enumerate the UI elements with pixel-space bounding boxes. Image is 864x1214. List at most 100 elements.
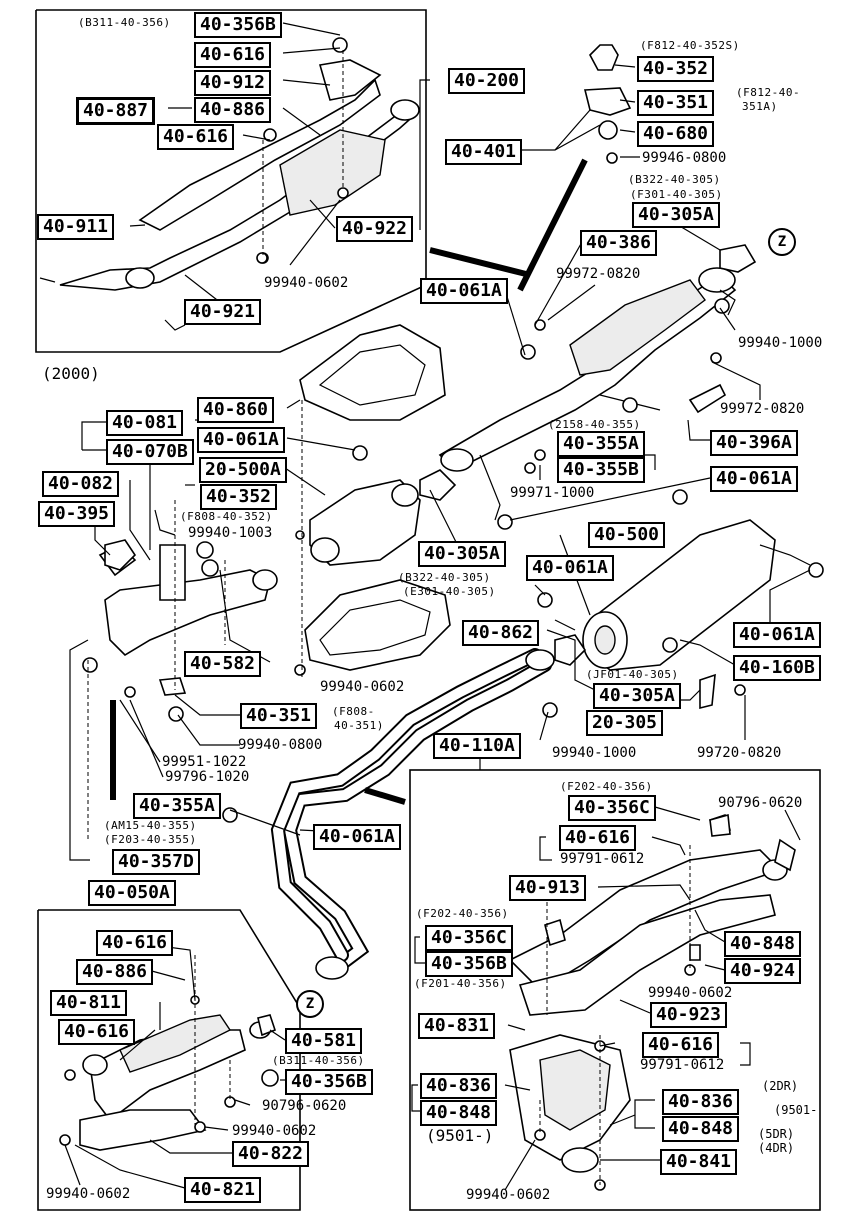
part-40-616-d[interactable]: 40-616 bbox=[96, 930, 174, 956]
leader-arrow-2 bbox=[517, 158, 588, 292]
part-40-396A[interactable]: 40-396A bbox=[710, 430, 798, 456]
part-40-200[interactable]: 40-200 bbox=[448, 68, 526, 94]
part-40-912[interactable]: 40-912 bbox=[194, 70, 272, 96]
part-40-356B-c[interactable]: 40-356B bbox=[285, 1069, 373, 1095]
part-40-061A-b[interactable]: 40-061A bbox=[197, 427, 285, 453]
part-40-061A-e[interactable]: 40-061A bbox=[733, 622, 821, 648]
part-40-924[interactable]: 40-924 bbox=[724, 958, 802, 984]
part-40-887[interactable]: 40-887 bbox=[76, 97, 156, 125]
part-40-581[interactable]: 40-581 bbox=[285, 1028, 363, 1054]
note-jf01-40-305: (JF01-40-305) bbox=[586, 668, 679, 681]
part-40-848-a[interactable]: 40-848 bbox=[724, 931, 802, 957]
part-40-822[interactable]: 40-822 bbox=[232, 1141, 310, 1167]
part-40-050A[interactable]: 40-050A bbox=[88, 880, 176, 906]
part-40-680[interactable]: 40-680 bbox=[637, 121, 715, 147]
part-40-831[interactable]: 40-831 bbox=[418, 1013, 496, 1039]
part-40-886-top[interactable]: 40-886 bbox=[194, 97, 272, 123]
part-20-500A[interactable]: 20-500A bbox=[199, 457, 287, 483]
part-40-841[interactable]: 40-841 bbox=[660, 1149, 738, 1175]
part-40-848-b[interactable]: 40-848 bbox=[420, 1100, 498, 1126]
part-40-886-low[interactable]: 40-886 bbox=[76, 959, 154, 985]
part-40-061A-f[interactable]: 40-061A bbox=[313, 824, 401, 850]
part-40-386[interactable]: 40-386 bbox=[580, 230, 658, 256]
part-40-860[interactable]: 40-860 bbox=[197, 397, 275, 423]
note-e301-40-305: (E301-40-305) bbox=[403, 585, 496, 598]
catalyst-converter-500A bbox=[309, 479, 421, 566]
part-40-081[interactable]: 40-081 bbox=[106, 410, 184, 436]
part-40-821[interactable]: 40-821 bbox=[184, 1177, 262, 1203]
note-9501: (9501- bbox=[774, 1103, 818, 1117]
bracket-396A bbox=[688, 383, 727, 414]
part-40-913[interactable]: 40-913 bbox=[509, 875, 587, 901]
part-40-395[interactable]: 40-395 bbox=[38, 501, 116, 527]
part-40-836-a[interactable]: 40-836 bbox=[420, 1073, 498, 1099]
part-40-061A-a[interactable]: 40-061A bbox=[420, 278, 508, 304]
part-40-616-c[interactable]: 40-616 bbox=[559, 825, 637, 851]
part-40-356C-b[interactable]: 40-356C bbox=[425, 925, 513, 951]
number-99940-0602-d: 99940-0602 bbox=[232, 1123, 317, 1139]
part-40-352-mid[interactable]: 40-352 bbox=[200, 484, 278, 510]
part-40-305A-low[interactable]: 40-305A bbox=[593, 683, 681, 709]
part-40-911[interactable]: 40-911 bbox=[37, 214, 115, 240]
part-40-921[interactable]: 40-921 bbox=[184, 299, 262, 325]
number-99972-0820-b: 99972-0820 bbox=[720, 401, 805, 417]
part-40-305A-top[interactable]: 40-305A bbox=[632, 202, 720, 228]
part-40-061A-d[interactable]: 40-061A bbox=[526, 555, 614, 581]
leader-arrow-1 bbox=[429, 247, 531, 278]
number-99720-0820: 99720-0820 bbox=[697, 745, 782, 761]
number-99971-1000: 99971-1000 bbox=[510, 485, 595, 501]
part-40-616-a[interactable]: 40-616 bbox=[194, 42, 272, 68]
part-40-070B[interactable]: 40-070B bbox=[106, 439, 194, 465]
part-40-351-top[interactable]: 40-351 bbox=[637, 90, 715, 116]
part-40-082[interactable]: 40-082 bbox=[42, 471, 120, 497]
note-4dr: (4DR) bbox=[758, 1141, 795, 1155]
part-40-616-e[interactable]: 40-616 bbox=[58, 1019, 136, 1045]
number-99940-0800: 99940-0800 bbox=[238, 737, 323, 753]
part-40-305A-mid[interactable]: 40-305A bbox=[418, 541, 506, 567]
part-40-401[interactable]: 40-401 bbox=[445, 139, 523, 165]
note-f202-40-356-b: (F202-40-356) bbox=[416, 907, 509, 920]
part-40-922[interactable]: 40-922 bbox=[336, 216, 414, 242]
part-40-110A[interactable]: 40-110A bbox=[433, 733, 521, 759]
number-99940-1000-b: 99940-1000 bbox=[552, 745, 637, 761]
part-40-836-b[interactable]: 40-836 bbox=[662, 1089, 740, 1115]
part-40-355B-mid[interactable]: 40-355B bbox=[557, 457, 645, 483]
part-40-500[interactable]: 40-500 bbox=[588, 522, 666, 548]
part-40-356B-top[interactable]: 40-356B bbox=[194, 12, 282, 38]
note-f808-40-352: (F808-40-352) bbox=[180, 510, 273, 523]
heat-shield-862 bbox=[304, 579, 451, 671]
z-reference-mark-b: Z bbox=[296, 990, 324, 1018]
number-99940-0602-c: 99940-0602 bbox=[648, 985, 733, 1001]
note-5dr: (5DR) bbox=[758, 1127, 795, 1141]
part-40-355A-low[interactable]: 40-355A bbox=[133, 793, 221, 819]
part-40-355A-mid[interactable]: 40-355A bbox=[557, 431, 645, 457]
number-99972-0820-a: 99972-0820 bbox=[556, 266, 641, 282]
part-40-356C-a[interactable]: 40-356C bbox=[568, 795, 656, 821]
part-40-862[interactable]: 40-862 bbox=[462, 620, 540, 646]
part-40-582[interactable]: 40-582 bbox=[184, 651, 262, 677]
part-40-351-mid[interactable]: 40-351 bbox=[240, 703, 318, 729]
model-year-9501: (9501-) bbox=[426, 1126, 494, 1145]
note-f301-40-305: (F301-40-305) bbox=[630, 188, 723, 201]
part-40-357D[interactable]: 40-357D bbox=[112, 849, 200, 875]
part-40-160B[interactable]: 40-160B bbox=[733, 655, 821, 681]
part-40-356B-b[interactable]: 40-356B bbox=[425, 951, 513, 977]
part-40-616-b[interactable]: 40-616 bbox=[157, 124, 235, 150]
note-2158-40-355: (2158-40-355) bbox=[548, 418, 641, 431]
part-40-811[interactable]: 40-811 bbox=[50, 990, 128, 1016]
note-f808-40-351-line2: 40-351) bbox=[334, 719, 384, 732]
part-40-848-c[interactable]: 40-848 bbox=[662, 1116, 740, 1142]
part-40-061A-c[interactable]: 40-061A bbox=[710, 466, 798, 492]
number-99791-0612-b: 99791-0612 bbox=[640, 1057, 725, 1073]
note-f203-40-355: (F203-40-355) bbox=[104, 833, 197, 846]
inset-frame-9501-right bbox=[409, 769, 821, 1211]
part-40-352-top[interactable]: 40-352 bbox=[637, 56, 715, 82]
part-20-305[interactable]: 20-305 bbox=[586, 710, 664, 736]
muffler-500 bbox=[554, 519, 811, 671]
note-b322-40-305: (B322-40-305) bbox=[628, 173, 721, 186]
number-99940-0602-b: 99940-0602 bbox=[320, 679, 405, 695]
part-40-923[interactable]: 40-923 bbox=[650, 1002, 728, 1028]
center-pipe-catalyst bbox=[438, 267, 737, 521]
part-40-616-f[interactable]: 40-616 bbox=[642, 1032, 720, 1058]
